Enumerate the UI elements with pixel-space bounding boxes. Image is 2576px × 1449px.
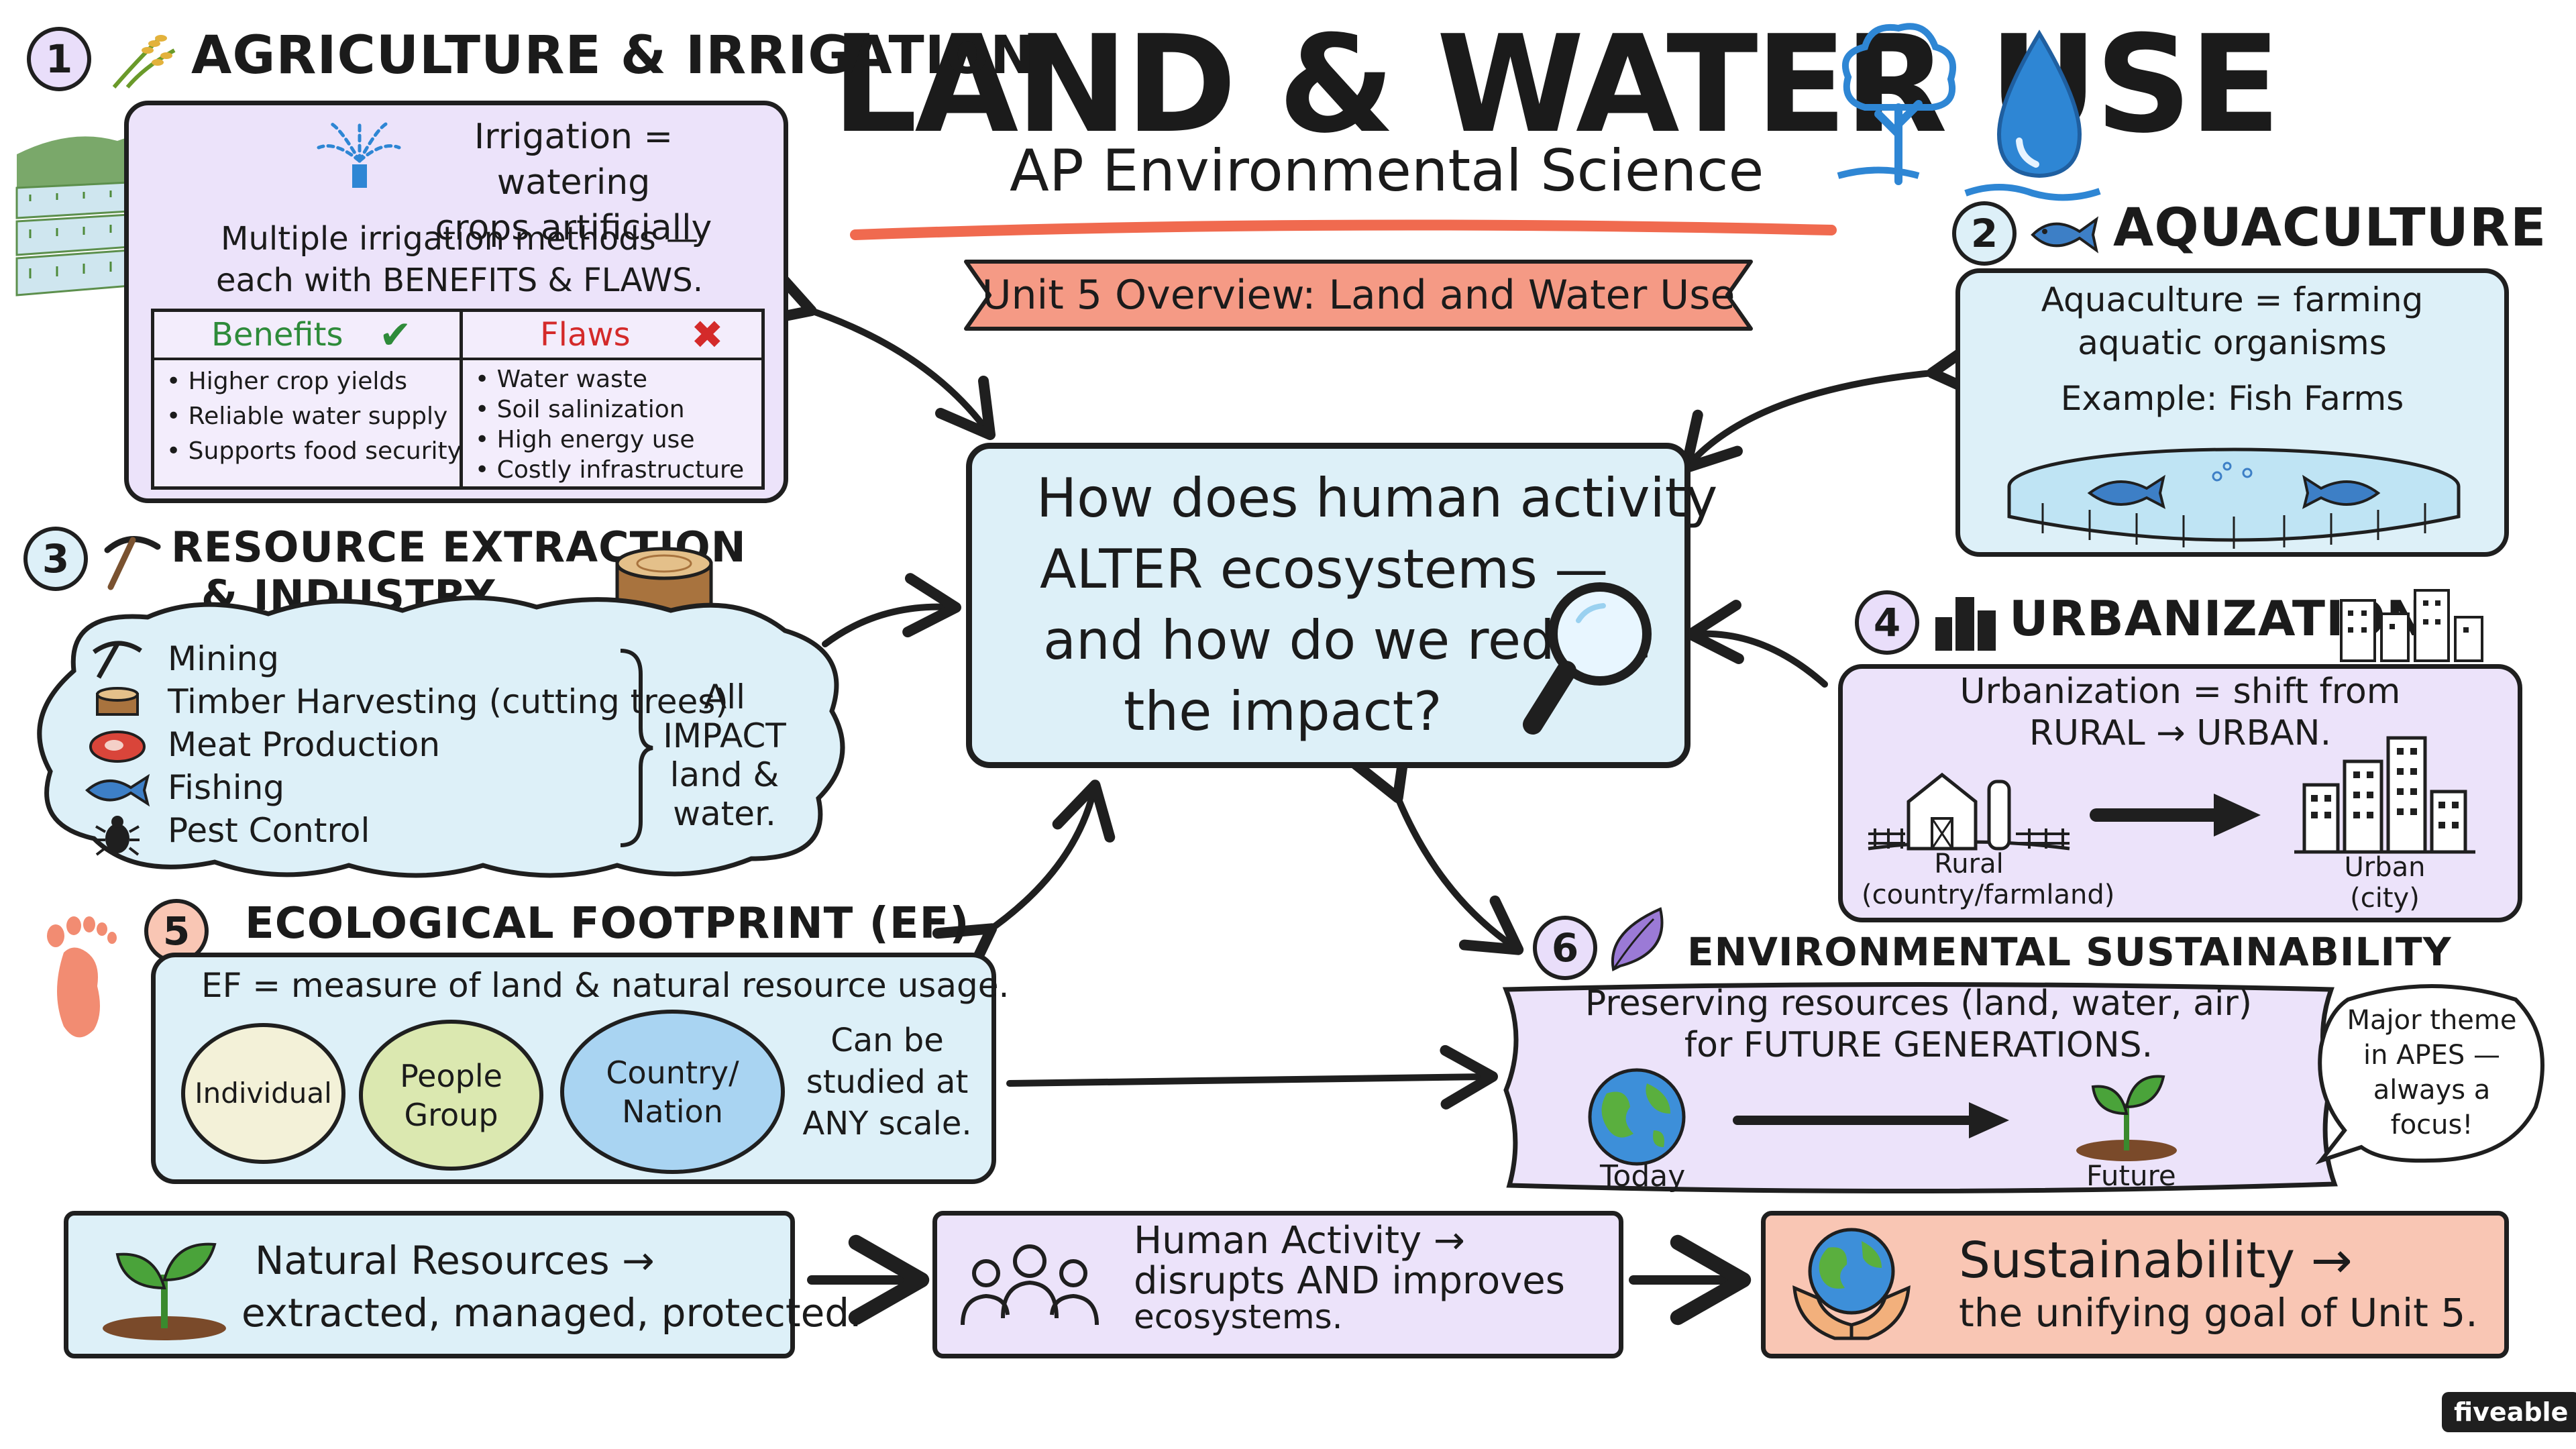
arrow-resource-center xyxy=(822,573,961,647)
section-number-1: 1 xyxy=(27,27,91,91)
section-heading-sustainability: ENVIRONMENTAL SUSTAINABILITY xyxy=(1687,929,2452,975)
x-icon: ✖ xyxy=(691,312,724,358)
list-item: Meat Production xyxy=(168,725,441,764)
list-item: • Costly infrastructure xyxy=(475,456,745,484)
arrow-urban-center xyxy=(1685,600,1828,688)
unit-banner-ribbon xyxy=(964,260,1753,331)
resource-list: Mining Timber Harvesting (cutting trees)… xyxy=(168,637,729,852)
agriculture-definition: Irrigation = watering crops artificially xyxy=(435,117,712,248)
section-heading-agriculture: AGRICULTURE & IRRIGATION xyxy=(191,25,1035,86)
agriculture-methods: Multiple irrigation methods — each with … xyxy=(216,220,703,299)
title-underline xyxy=(850,219,1837,240)
list-item: • Reliable water supply xyxy=(166,402,448,430)
fish-farm-pen-image xyxy=(2007,447,2461,549)
aquaculture-example: Example: Fish Farms xyxy=(2060,379,2404,418)
section-number-3: 3 xyxy=(23,527,88,591)
tree-icon xyxy=(1837,23,1957,185)
speech-bubble-shape xyxy=(2315,984,2544,1165)
arrow-sustain-center xyxy=(1350,739,1524,955)
rural-to-urban-arrow xyxy=(2090,794,2261,837)
curly-brace xyxy=(620,649,653,847)
mining-pick-icon xyxy=(92,641,142,679)
scale-people-group: People Group xyxy=(359,1020,543,1171)
arrow-aqua-center xyxy=(1680,336,1987,474)
people-group-icon xyxy=(961,1244,1099,1326)
section-number-6: 6 xyxy=(1533,916,1597,980)
pickaxe-icon xyxy=(104,536,161,590)
brand-name: fiveable xyxy=(2454,1397,2569,1427)
list-item: Pest Control xyxy=(168,811,370,850)
skyline-image xyxy=(2340,589,2483,662)
benefits-flaws-table: Benefits ✔ Flaws ✖ • Higher crop yields … xyxy=(151,309,765,490)
flaws-header: Flaws xyxy=(540,316,631,354)
fish-icon xyxy=(2031,216,2099,254)
city-icon xyxy=(1935,597,1996,651)
footprint-icon xyxy=(47,916,117,1038)
water-drop-icon xyxy=(1964,30,2101,201)
arrow-footprint-sustain xyxy=(1006,1044,1498,1110)
list-item: Mining xyxy=(168,639,280,678)
urbanization-definition: Urbanization = shift from RURAL → URBAN. xyxy=(1960,672,2401,753)
footprint-definition: EF = measure of land & natural resource … xyxy=(201,966,1010,1005)
flaws-list: • Water waste • Soil salinization • High… xyxy=(475,364,744,485)
rural-label: Rural (country/farmland) xyxy=(1862,849,2115,910)
stump-icon xyxy=(96,687,139,716)
list-item: Fishing xyxy=(168,768,285,807)
city-buildings-image xyxy=(2294,736,2475,854)
section-number-4: 4 xyxy=(1855,590,1919,655)
section-heading-footprint: ECOLOGICAL FOOTPRINT (EF) xyxy=(245,899,970,949)
list-item: • Soil salinization xyxy=(475,396,685,423)
wheat-icon xyxy=(112,35,176,89)
arrow-agri-center xyxy=(753,265,996,440)
leaf-icon xyxy=(1611,907,1664,971)
sprinkler-icon xyxy=(317,119,401,188)
seedling-icon xyxy=(103,1242,226,1340)
urban-label: Urban (city) xyxy=(2344,852,2426,914)
human-activity-text: Human Activity → disrupts AND improves e… xyxy=(1134,1219,1565,1336)
sprout-icon xyxy=(2076,1075,2177,1161)
page-subtitle: AP Environmental Science xyxy=(1010,138,1764,205)
unit-banner-text: Unit 5 Overview: Land and Water Use xyxy=(981,272,1735,319)
bug-icon xyxy=(95,816,140,856)
resource-impact-note: All IMPACT land & water. xyxy=(663,678,786,833)
today-label: Today xyxy=(1600,1159,1686,1193)
today-to-future-arrow xyxy=(1733,1102,2009,1138)
aquaculture-definition: Aquaculture = farming aquatic organisms xyxy=(2041,280,2424,362)
barn-farm-image xyxy=(1868,772,2070,851)
hands-holding-earth-icon xyxy=(1792,1228,1911,1340)
earth-globe-icon xyxy=(1588,1068,1686,1166)
benefits-header: Benefits xyxy=(211,316,343,354)
footprint-scale-note: Can be studied at ANY scale. xyxy=(802,1022,972,1142)
list-item: Timber Harvesting (cutting trees) xyxy=(168,682,729,721)
scale-country-nation: Country/ Nation xyxy=(560,1010,785,1174)
list-item: • Supports food security xyxy=(166,437,462,465)
natural-resources-text: Natural Resources → extracted, managed, … xyxy=(241,1238,862,1336)
sustainability-definition: Preserving resources (land, water, air) … xyxy=(1585,983,2253,1065)
fishing-fish-icon xyxy=(85,773,150,807)
section-number-2: 2 xyxy=(1952,201,2017,266)
scale-individual: Individual xyxy=(181,1023,345,1164)
speech-bubble-text: Major theme in APES — always a focus! xyxy=(2347,1005,2517,1140)
human-activity-card xyxy=(932,1211,1623,1358)
brand-badge: fiveable xyxy=(2442,1392,2576,1432)
arrow-footprint-center xyxy=(932,780,1116,983)
check-icon: ✔ xyxy=(379,312,412,358)
benefits-list: • Higher crop yields • Reliable water su… xyxy=(166,364,462,469)
magnifying-glass-icon xyxy=(1523,582,1652,735)
section-heading-aquaculture: AQUACULTURE xyxy=(2113,198,2547,258)
list-item: • Water waste xyxy=(475,366,648,393)
list-item: • Higher crop yields xyxy=(166,368,407,395)
sustainability-goal-text: Sustainability → the unifying goal of Un… xyxy=(1959,1232,2478,1336)
future-label: Future xyxy=(2086,1159,2176,1192)
list-item: • High energy use xyxy=(475,426,695,453)
meat-icon xyxy=(89,731,146,763)
